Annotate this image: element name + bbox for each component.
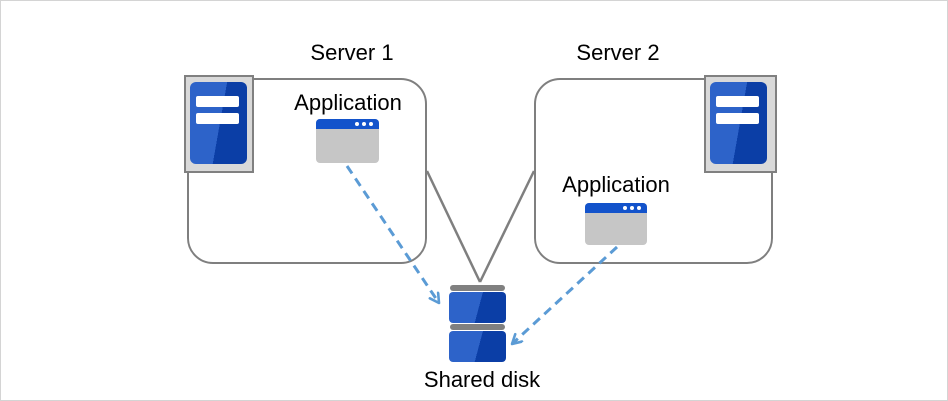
titlebar-dot bbox=[369, 122, 373, 126]
app-window-titlebar bbox=[316, 119, 379, 129]
disk-cap bbox=[450, 324, 505, 330]
server1-title: Server 1 bbox=[310, 40, 394, 65]
server-tower-body bbox=[190, 82, 247, 164]
connector-server2-to-disk bbox=[478, 170, 536, 283]
disk-cap bbox=[450, 285, 505, 291]
server1-application-label: Application bbox=[294, 90, 402, 115]
app1-window-icon bbox=[316, 119, 379, 163]
connector-server1-to-disk bbox=[425, 170, 482, 283]
titlebar-dot bbox=[630, 206, 634, 210]
server2-tower-icon bbox=[704, 75, 777, 173]
titlebar-dot bbox=[355, 122, 359, 126]
titlebar-dot bbox=[637, 206, 641, 210]
server-drive-slot bbox=[196, 96, 239, 107]
disk-platter bbox=[449, 292, 506, 323]
server1-tower-icon bbox=[184, 75, 254, 173]
app2-window-icon bbox=[585, 203, 647, 245]
server-drive-slot bbox=[196, 113, 239, 124]
app-window-titlebar bbox=[585, 203, 647, 213]
server-drive-slot bbox=[716, 96, 759, 107]
server-drive-slot bbox=[716, 113, 759, 124]
server-tower-body bbox=[710, 82, 767, 164]
server2-title: Server 2 bbox=[576, 40, 660, 65]
server2-application-label: Application bbox=[562, 172, 670, 197]
disk-platter bbox=[449, 331, 506, 362]
titlebar-dot bbox=[362, 122, 366, 126]
shared-disk-label: Shared disk bbox=[423, 367, 541, 392]
titlebar-dot bbox=[623, 206, 627, 210]
shared-disk-stack-icon bbox=[449, 285, 506, 363]
